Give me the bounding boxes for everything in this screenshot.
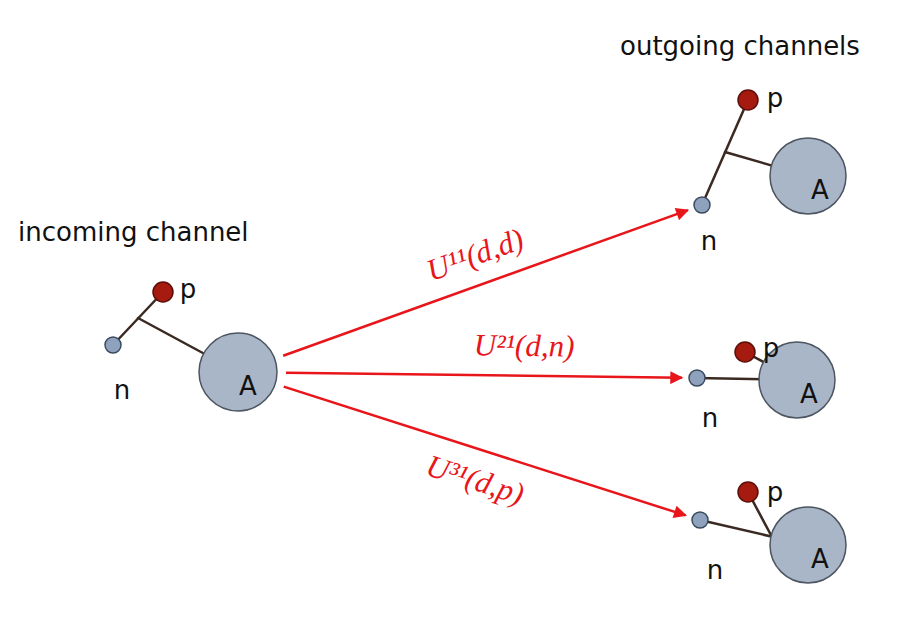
neutron-circle: n — [688, 369, 706, 387]
nucleus-circle-outline — [199, 333, 277, 411]
neutron-circle: n — [691, 511, 709, 529]
particle-label: n — [702, 404, 718, 433]
label-holder: U²¹(d,n) — [0, 0, 100, 34]
particle-label: p — [763, 334, 780, 363]
neutron-circle-outline — [689, 370, 705, 386]
proton-circle-outline — [738, 90, 758, 110]
channel-heading: incoming channel — [18, 218, 249, 247]
proton-circle: p — [734, 341, 756, 363]
neutron-circle: n — [693, 196, 711, 214]
neutron-circle-outline — [694, 197, 710, 213]
particle-label: A — [811, 545, 829, 574]
particle-label: n — [707, 556, 723, 585]
proton-circle-shape — [152, 281, 174, 303]
label-holder: U¹¹(d,d) — [0, 0, 100, 34]
potential-label: U²¹(d,n) — [474, 328, 575, 363]
neutron-circle-shape — [104, 336, 122, 354]
particle-label: A — [811, 176, 829, 205]
nucleus-circle: A — [198, 332, 278, 412]
neutron-circle-shape — [693, 196, 711, 214]
nucleus-circle-outline — [770, 507, 846, 583]
nucleus-circle-shape — [769, 506, 847, 584]
neutron-circle-shape — [688, 369, 706, 387]
reaction-arrow — [286, 373, 682, 378]
reaction-arrow — [284, 387, 686, 516]
label-holder: U³¹(d,p) — [0, 0, 100, 34]
potential-label: U³¹(d,p) — [423, 448, 529, 511]
neutron-circle: n — [104, 336, 122, 354]
potential-label: U¹¹(d,d) — [422, 222, 528, 288]
particle-label: A — [800, 380, 818, 409]
nucleus-circle: A — [769, 137, 847, 215]
particle-label: n — [701, 227, 717, 256]
neutron-circle-outline — [105, 337, 121, 353]
particle-label: p — [767, 84, 784, 113]
nucleus-circle-shape — [198, 332, 278, 412]
proton-circle-shape — [737, 481, 759, 503]
proton-circle: p — [737, 89, 759, 111]
nucleus-circle-outline — [759, 342, 835, 418]
label-holder: outgoing channels — [0, 0, 240, 29]
nucleus-circle-shape — [769, 137, 847, 215]
neutron-circle-shape — [691, 511, 709, 529]
nucleus-circle: A — [769, 506, 847, 584]
nucleus-circle-outline — [770, 138, 846, 214]
particle-label: n — [114, 376, 130, 405]
channel-heading: outgoing channels — [620, 32, 860, 61]
neutron-circle-outline — [692, 512, 708, 528]
proton-circle-outline — [153, 282, 173, 302]
particle-label: A — [239, 372, 257, 401]
proton-circle-shape — [734, 341, 756, 363]
proton-circle: p — [737, 481, 759, 503]
proton-circle: p — [152, 281, 174, 303]
proton-circle-outline — [735, 342, 755, 362]
particle-label: p — [767, 478, 784, 507]
proton-circle-outline — [738, 482, 758, 502]
proton-circle-shape — [737, 89, 759, 111]
particle-label: p — [180, 275, 197, 304]
label-holder: incoming channel — [0, 0, 231, 29]
